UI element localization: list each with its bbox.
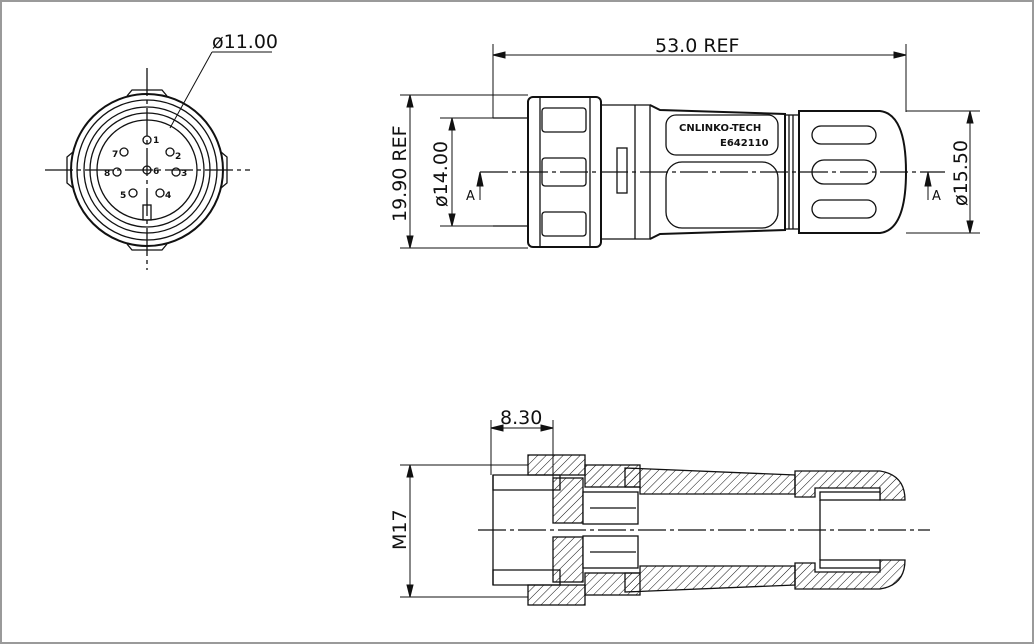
pin-6	[142, 165, 152, 175]
pin-label-5: 5	[120, 191, 126, 201]
section-seal-top	[819, 491, 881, 501]
nut-diameter-label: ø15.50	[950, 140, 972, 206]
thread-label: M17	[389, 509, 411, 550]
pin-7	[119, 147, 129, 157]
section-marker-right: A	[932, 189, 941, 204]
section-insert-top	[552, 477, 584, 524]
front-view	[45, 68, 250, 270]
front-pin-labels: 1 2 3 4 5 6 7 8	[104, 136, 187, 201]
section-cablenut-top	[794, 470, 906, 501]
side-brand-text: CNLINKO-TECH	[679, 123, 761, 134]
side-nut-flute-1	[811, 125, 877, 145]
side-dimensions	[400, 44, 980, 249]
front-diameter-dimension	[169, 51, 272, 129]
front-knurl-bottom	[126, 243, 168, 251]
pin-3	[171, 167, 181, 177]
front-knurl-right	[220, 151, 228, 189]
side-nut-window-bottom	[541, 211, 587, 237]
section-seal-bottom	[819, 559, 881, 569]
section-marker-left: A	[466, 189, 475, 204]
pin-label-3: 3	[181, 169, 187, 179]
side-view	[480, 96, 945, 248]
side-latch	[616, 147, 628, 194]
depth-label: 8.30	[500, 407, 542, 429]
section-nut-bottom	[527, 584, 586, 606]
section-view	[478, 454, 930, 606]
front-insert-ring	[89, 112, 205, 228]
front-key-slot	[142, 204, 152, 221]
side-nut-window-top	[541, 107, 587, 133]
body-diameter-label: ø14.00	[430, 141, 452, 207]
side-collar	[601, 104, 651, 240]
section-cablenut-bottom	[794, 559, 906, 590]
pin-label-4: 4	[165, 191, 171, 201]
front-knurl-top	[126, 89, 168, 97]
front-diameter-label: ø11.00	[212, 31, 278, 53]
side-cable-nut	[798, 110, 908, 234]
front-nut-outer	[70, 93, 224, 247]
pin-2	[165, 147, 175, 157]
pin-label-1: 1	[153, 136, 159, 146]
side-nut-window-mid	[541, 157, 587, 187]
section-dimensions	[400, 420, 554, 598]
pin-label-6: 6	[153, 167, 159, 177]
section-insert-bottom	[552, 536, 584, 583]
pin-label-2: 2	[175, 152, 181, 162]
pin-label-8: 8	[104, 169, 110, 179]
pin-label-7: 7	[112, 150, 118, 160]
side-nut-flute-3	[811, 199, 877, 219]
length-label: 53.0 REF	[655, 35, 739, 57]
side-body-label-plate	[665, 114, 779, 156]
side-body-panel	[665, 161, 779, 229]
pin-5	[128, 188, 138, 198]
pin-4	[155, 188, 165, 198]
section-nut-top	[527, 454, 586, 476]
front-body-ring	[83, 106, 211, 234]
front-nut-ring	[76, 99, 218, 241]
pin-8	[112, 167, 122, 177]
pin-1	[142, 135, 152, 145]
front-knurl-left	[66, 151, 74, 189]
side-model-text: E642110	[720, 138, 769, 149]
side-nut-flute-2	[811, 159, 877, 185]
height-label: 19.90 REF	[389, 125, 411, 222]
side-coupling-nut	[527, 96, 602, 248]
